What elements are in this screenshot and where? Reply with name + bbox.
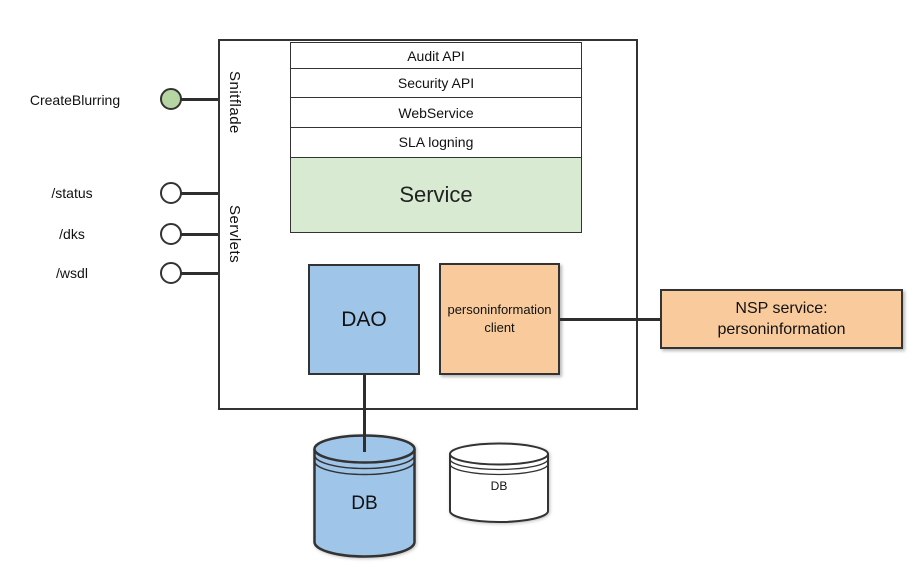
personinformation-client-box: personinformation client bbox=[439, 263, 560, 375]
dao-box: DAO bbox=[308, 264, 420, 375]
db-primary-label: DB bbox=[351, 493, 378, 514]
db-cylinder-ring bbox=[313, 460, 416, 476]
wsdl-connector-line bbox=[181, 271, 218, 275]
personinformation-client-label-line1: personinformation bbox=[447, 301, 552, 317]
db-secondary-label: DB bbox=[490, 479, 508, 493]
endpoint-circle-wsdl bbox=[160, 262, 182, 284]
createblurring-connector-line bbox=[181, 97, 218, 101]
db-cylinder-body bbox=[313, 449, 416, 558]
service-label: Service bbox=[399, 182, 473, 207]
dks-connector-line bbox=[181, 232, 218, 236]
endpoint-circle-status bbox=[160, 182, 182, 204]
client-nsp-connector-line bbox=[560, 317, 660, 321]
personinformation-client-label-line2: client bbox=[484, 320, 515, 335]
endpoint-circle-createblurring bbox=[160, 88, 182, 110]
endpoint-circle-dks bbox=[160, 223, 182, 245]
dao-db-connector-line bbox=[363, 375, 366, 452]
api-bar-label: Security API bbox=[397, 75, 475, 91]
nsp-service-label-line2: personinformation bbox=[717, 321, 846, 338]
api-bar-audit: Audit API bbox=[290, 42, 582, 69]
db-cylinder-ring bbox=[449, 458, 549, 471]
database-cylinder-secondary bbox=[449, 442, 549, 523]
nsp-service-label-line1: NSP service: bbox=[735, 299, 828, 317]
status-connector-line bbox=[181, 191, 218, 195]
main-container-box bbox=[218, 39, 638, 410]
api-bar-label: SLA logning bbox=[398, 134, 474, 151]
api-bar-webservice: WebService bbox=[290, 97, 582, 128]
db-cylinder-ring bbox=[313, 454, 416, 470]
nsp-service-box: NSP service: personinformation bbox=[660, 289, 903, 349]
api-bar-label: WebService bbox=[398, 104, 474, 121]
endpoint-label-createblurring: CreateBlurring bbox=[29, 92, 121, 108]
lane-label-snitflade: Snitflade bbox=[226, 70, 243, 134]
dao-label: DAO bbox=[341, 307, 387, 331]
endpoint-label-dks: /dks bbox=[59, 226, 85, 242]
service-box: Service bbox=[290, 157, 582, 233]
lane-label-servlets: Servlets bbox=[226, 204, 243, 264]
endpoint-label-status: /status bbox=[51, 185, 93, 201]
db-cylinder-ring bbox=[449, 463, 549, 476]
api-bar-security: Security API bbox=[290, 67, 582, 99]
api-bar-sla-logning: SLA logning bbox=[290, 126, 582, 158]
db-cylinder-top bbox=[449, 442, 549, 466]
api-bar-label: Audit API bbox=[407, 47, 465, 64]
endpoint-label-wsdl: /wsdl bbox=[56, 265, 88, 281]
db-cylinder-body bbox=[449, 454, 549, 523]
